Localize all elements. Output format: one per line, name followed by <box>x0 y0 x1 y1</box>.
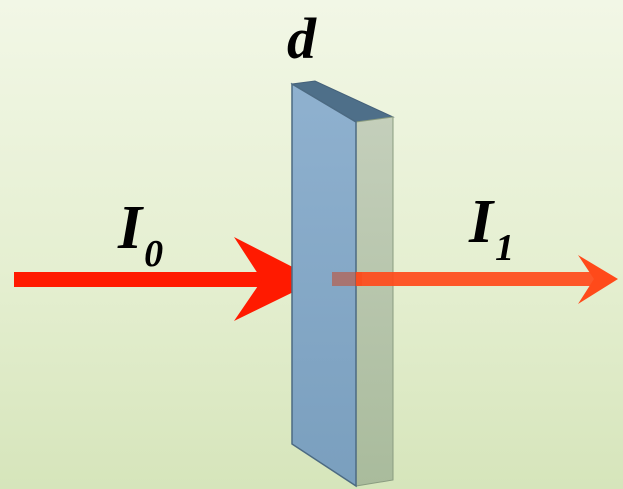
transmitted-beam <box>356 255 618 304</box>
transmitted-beam-shaft <box>356 272 594 286</box>
slab <box>290 80 395 488</box>
slab-front-face <box>291 82 357 488</box>
incident-beam-shaft <box>14 272 284 287</box>
slab-side-face <box>355 116 394 487</box>
incident-intensity-symbol: I <box>118 194 143 262</box>
incident-intensity-subscript: 0 <box>144 233 164 275</box>
incident-arrowhead <box>234 237 318 321</box>
transmitted-intensity-label: I1 <box>469 188 514 267</box>
transmitted-arrowhead <box>578 255 618 304</box>
beam-inside-slab <box>332 272 362 286</box>
incident-intensity-label: I0 <box>118 194 163 273</box>
thickness-label: d <box>287 10 316 68</box>
transmitted-intensity-symbol: I <box>469 188 494 256</box>
transmitted-intensity-subscript: 1 <box>495 227 515 269</box>
thickness-symbol: d <box>287 6 316 71</box>
incident-beam <box>14 237 318 321</box>
